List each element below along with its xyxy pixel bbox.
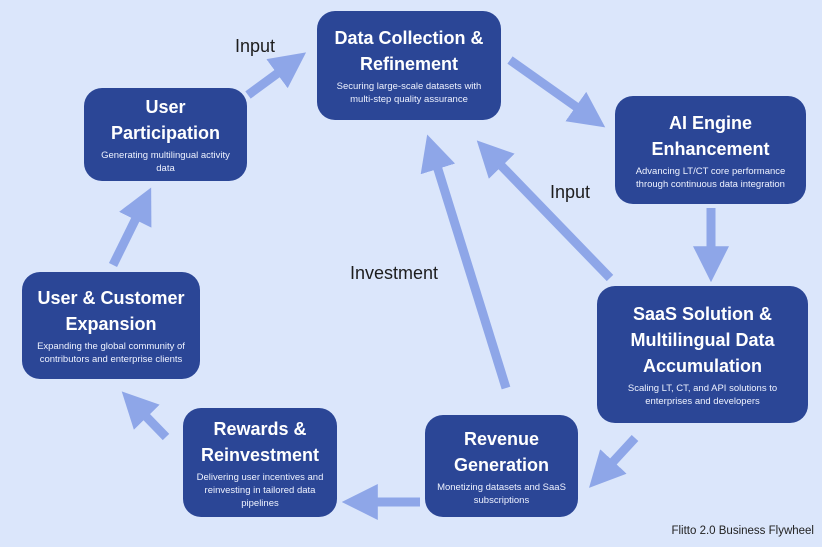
arrow-participation-to-data-collection <box>245 52 307 99</box>
label-input-left: Input <box>235 36 276 56</box>
node-title: SaaS Solution & Multilingual Data Accumu… <box>630 304 775 376</box>
label-investment: Investment <box>350 263 439 283</box>
arrow-saas-to-revenue <box>589 434 639 488</box>
arrow-revenue-to-data-collection <box>420 134 511 390</box>
arrow-data-collection-to-ai-engine <box>507 56 606 128</box>
node-title: Revenue Generation <box>453 428 550 475</box>
node-data-collection: Data Collection & Refinement Securing la… <box>317 11 501 120</box>
node-rewards: Rewards & Reinvestment Delivering user i… <box>183 408 337 517</box>
node-title: AI Engine Enhancement <box>651 112 770 159</box>
label-input-right: Input <box>550 182 591 202</box>
node-expansion: User & Customer Expansion Expanding the … <box>22 272 200 379</box>
arrow-expansion-to-participation <box>108 187 152 267</box>
node-title: Rewards & Reinvestment <box>200 418 320 465</box>
node-description: Scaling LT, CT, and API solutions to ent… <box>627 383 778 407</box>
node-description: Monetizing datasets and SaaS subscriptio… <box>437 481 566 506</box>
node-description: Generating multilingual activity data <box>101 150 230 174</box>
diagram-caption: Flitto 2.0 Business Flywheel <box>671 525 814 537</box>
node-description: Delivering user incentives and reinvesti… <box>196 471 324 509</box>
node-title: User Participation <box>110 97 221 143</box>
node-participation: User Participation Generating multilingu… <box>84 88 247 181</box>
node-description: Expanding the global community of contri… <box>37 341 185 365</box>
node-description: Advancing LT/CT core performance through… <box>635 165 786 190</box>
node-description: Securing large-scale datasets with multi… <box>336 81 482 105</box>
arrow-rewards-to-expansion <box>121 391 170 441</box>
arrow-saas-to-data-collection <box>476 140 614 282</box>
node-saas: SaaS Solution & Multilingual Data Accumu… <box>597 286 808 423</box>
node-ai-engine: AI Engine Enhancement Advancing LT/CT co… <box>615 96 806 204</box>
node-revenue: Revenue Generation Monetizing datasets a… <box>425 415 578 517</box>
node-title: User & Customer Expansion <box>37 288 185 334</box>
node-title: Data Collection & Refinement <box>334 28 484 74</box>
